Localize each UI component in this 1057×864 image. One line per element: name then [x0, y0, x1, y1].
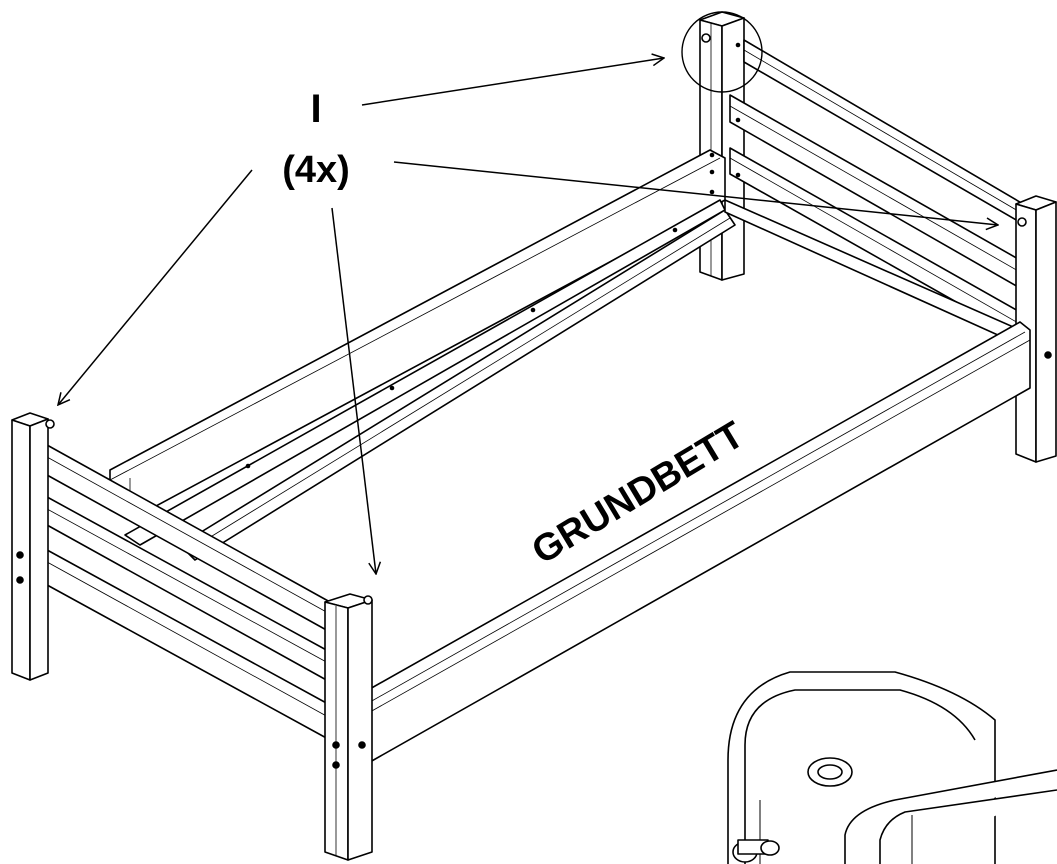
footboard-rails-left [37, 439, 331, 741]
bolt-pegs [45, 33, 1027, 605]
headboard-rails-right [729, 39, 1031, 339]
back-side-rail [109, 149, 726, 546]
rear-left-post [11, 412, 49, 681]
part-letter-label: I [310, 87, 321, 131]
arrow-bottom [331, 207, 376, 574]
arrow-top-right [361, 58, 664, 106]
arrow-left [58, 169, 253, 405]
detail-callout-circle [681, 11, 763, 93]
quantity-label: (4x) [282, 149, 350, 191]
callout-arrows [58, 58, 998, 574]
detail-inset-post-top [727, 671, 1057, 864]
arrow-right [393, 161, 998, 225]
inner-back-plank [724, 199, 1021, 346]
rail-holes [245, 42, 741, 469]
front-left-post [324, 593, 373, 861]
